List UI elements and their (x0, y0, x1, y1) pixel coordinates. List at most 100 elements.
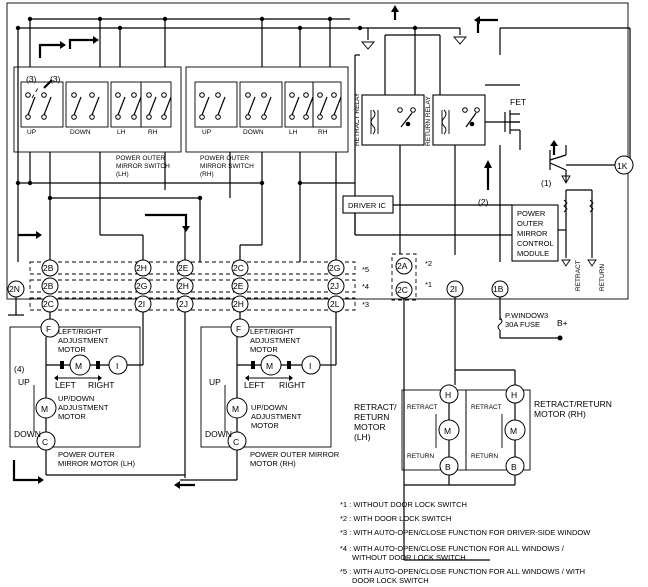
rh-lr-line-1: LEFT/RIGHT (250, 327, 294, 336)
note-4a: *4 : WITH AUTO-OPEN/CLOSE FUNCTION FOR A… (340, 544, 565, 553)
lh-motor-ud: M (41, 404, 48, 414)
switch-lh-lh-label: LH (117, 129, 126, 136)
module-return-label: RETURN (599, 264, 606, 291)
mark-1: (1) (541, 178, 552, 188)
lh-lr-line-3: MOTOR (58, 345, 86, 354)
bplus-label: B+ (557, 318, 568, 328)
lh-down-label: DOWN (14, 429, 41, 439)
row-note-2: *2 (425, 259, 432, 268)
conn-2E-mid: 2E (233, 281, 244, 291)
lh-term-F: F (46, 324, 51, 334)
ground-icon (561, 259, 571, 267)
rh-term-C: C (233, 437, 239, 447)
switch-lh-name-1: POWER OUTER (116, 155, 165, 162)
rrh-name-2: MOTOR (RH) (534, 409, 586, 419)
rlh-retract: RETRACT (407, 404, 438, 411)
ground-icon (361, 41, 375, 50)
conn-2B-top: 2B (43, 263, 54, 273)
lh-name-line-2: MIRROR MOTOR (LH) (58, 459, 135, 468)
power-outer-mirror-motor-lh: F I C M M LEFT/RIGHT ADJUSTMENT MOTOR UP… (9, 318, 141, 468)
retract-relay: RETRACT RELAY (354, 92, 425, 146)
retract-return-motor-rh: H B M RETRACT RETURN (465, 384, 531, 476)
note-1: *1 : WITHOUT DOOR LOCK SWITCH (340, 500, 467, 509)
lh-ud-line-3: MOTOR (58, 412, 86, 421)
conn-2G-mid: 2G (136, 281, 147, 291)
note-5a: *5 : WITH AUTO-OPEN/CLOSE FUNCTION FOR A… (340, 567, 585, 576)
connector-terminals: 2B 2H 2E 2C 2G 2B 2G 2H 2E 2J 2C 2I 2J 2… (7, 257, 509, 313)
switch-rh-name-3: (RH) (200, 171, 214, 178)
footnotes: *1 : WITHOUT DOOR LOCK SWITCH *2 : WITH … (340, 500, 591, 585)
mark-3b: (3) (50, 74, 61, 84)
module-line-3: MIRROR (517, 229, 548, 238)
rrh-term-H: H (511, 390, 517, 400)
rlh-name-1: RETRACT/ (354, 402, 397, 412)
note-2: *2 : WITH DOOR LOCK SWITCH (340, 514, 451, 523)
power-outer-mirror-switch-rh: UP DOWN LH RH POWER OUTER MIRROR SWITCH … (185, 66, 349, 178)
rlh-return: RETURN (407, 453, 434, 460)
switch-rh-name-1: POWER OUTER (200, 155, 249, 162)
rh-term-I: I (309, 361, 311, 371)
conn-2I-bot: 2I (138, 299, 145, 309)
fet-label: FET (510, 97, 526, 107)
retract-relay-label: RETRACT RELAY (354, 92, 361, 146)
rh-lr-line-3: MOTOR (250, 345, 278, 354)
note-5b: DOOR LOCK SWITCH (352, 576, 429, 585)
control-unit-frame (6, 2, 629, 300)
rlh-motor: M (444, 426, 451, 436)
mark-3a: (3) (26, 74, 37, 84)
fuse-icon (497, 317, 503, 331)
switch-lh-up-label: UP (27, 129, 36, 136)
rlh-name-2: RETURN (354, 412, 389, 422)
module-retract-label: RETRACT (575, 260, 582, 291)
switch-lh-name-3: (LH) (116, 171, 129, 178)
conn-2B-mid: 2B (43, 281, 54, 291)
module-line-4: CONTROL (517, 239, 554, 248)
rh-name-line-2: MOTOR (RH) (250, 459, 296, 468)
note-3: *3 : WITH AUTO-OPEN/CLOSE FUNCTION FOR D… (340, 528, 591, 537)
conn-2L-bot: 2L (330, 299, 340, 309)
conn-2C-relay: 2C (397, 285, 408, 295)
switch-lh-down-label: DOWN (70, 129, 91, 136)
module-line-5: MODULE (517, 249, 549, 258)
lh-left-label: LEFT (55, 380, 76, 390)
lh-lr-line-1: LEFT/RIGHT (58, 327, 102, 336)
rh-left-label: LEFT (244, 380, 265, 390)
rh-term-F: F (236, 324, 241, 334)
switch-rh-name-2: MIRROR SWITCH (200, 163, 254, 170)
lh-up-label: UP (18, 377, 30, 387)
module-line-1: POWER (517, 209, 546, 218)
conn-2J-mid: 2J (330, 281, 339, 291)
power-outer-mirror-control-module: POWER OUTER MIRROR CONTROL MODULE (511, 204, 559, 262)
switch-rh-down-label: DOWN (243, 129, 264, 136)
row-note-5: *5 (362, 265, 369, 274)
rlh-name-4: (LH) (354, 432, 371, 442)
rh-lr-line-2: ADJUSTMENT (250, 336, 301, 345)
conn-2H-mid: 2H (178, 281, 189, 291)
rh-ud-line-2: ADJUSTMENT (251, 412, 302, 421)
power-outer-mirror-motor-rh: F I C M M LEFT/RIGHT ADJUSTMENT MOTOR UP… (200, 318, 340, 468)
rlh-term-B: B (445, 462, 451, 472)
rh-name-line-1: POWER OUTER MIRROR (250, 450, 340, 459)
fet: FET (504, 97, 526, 150)
conn-2G-top: 2G (329, 263, 340, 273)
rrh-motor: M (510, 426, 517, 436)
ground-icon (587, 259, 597, 267)
return-relay-label: RETURN RELAY (425, 96, 432, 146)
conn-2H-top: 2H (136, 263, 147, 273)
rrh-term-B: B (511, 462, 517, 472)
rlh-term-H: H (445, 390, 451, 400)
conn-2J-bot: 2J (179, 299, 188, 309)
switch-rh-rh-label: RH (318, 129, 328, 136)
rh-down-label: DOWN (205, 429, 232, 439)
retract-return-motor-lh: H B M RETRACT RETURN (401, 384, 467, 476)
conn-2E-top: 2E (178, 263, 189, 273)
rh-ud-line-3: MOTOR (251, 421, 279, 430)
ground-icon (561, 175, 571, 184)
lh-right-label: RIGHT (88, 380, 114, 390)
lh-ud-line-2: ADJUSTMENT (58, 403, 109, 412)
connector-1K: 1K (617, 161, 628, 171)
conn-2I-right: 2I (450, 284, 457, 294)
conn-2A: 2A (397, 261, 408, 271)
driver-ic-label: DRIVER IC (348, 201, 387, 210)
